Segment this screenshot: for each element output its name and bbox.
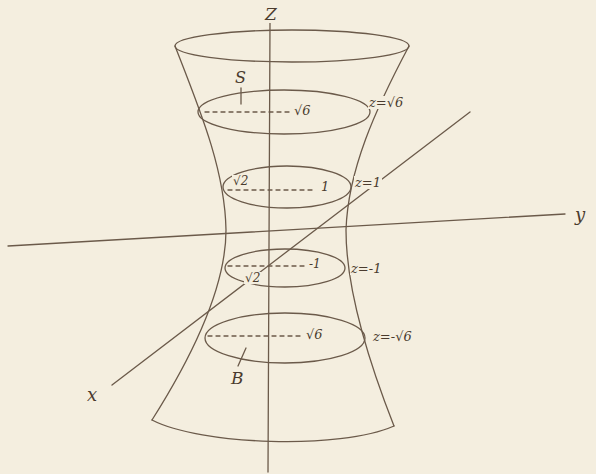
axis-or-level-label: z=√6 xyxy=(368,96,404,109)
axis-or-level-label: Z xyxy=(264,6,278,23)
axis-or-level-label: -1 xyxy=(308,258,322,270)
axis-or-level-label: √6 xyxy=(293,104,312,117)
bottom-rim xyxy=(152,420,394,442)
axis-or-level-label: √6 xyxy=(305,328,324,341)
y-axis xyxy=(8,214,565,246)
axis-or-level-label: z=-√6 xyxy=(372,330,413,343)
axis-or-level-label: √2 xyxy=(244,272,261,284)
z-axis xyxy=(268,22,270,472)
axis-or-level-label: B xyxy=(230,370,245,387)
axis-or-level-label: y xyxy=(574,206,586,224)
leader-line xyxy=(240,88,241,104)
axis-or-level-label: S xyxy=(234,70,247,86)
left-side xyxy=(152,46,226,420)
top-rim xyxy=(175,30,409,62)
level-ellipse xyxy=(223,166,351,208)
x-axis xyxy=(112,112,470,385)
axis-or-level-label: z=1 xyxy=(354,176,382,189)
level-ellipse xyxy=(205,313,365,363)
axis-or-level-label: 1 xyxy=(320,180,330,193)
leader-line xyxy=(238,348,246,366)
right-side xyxy=(346,46,409,426)
level-ellipse xyxy=(225,249,345,287)
axis-or-level-label: z=-1 xyxy=(350,262,382,275)
axis-or-level-label: x xyxy=(86,386,98,404)
axis-or-level-label: √2 xyxy=(232,175,249,187)
level-ellipse xyxy=(198,90,370,134)
